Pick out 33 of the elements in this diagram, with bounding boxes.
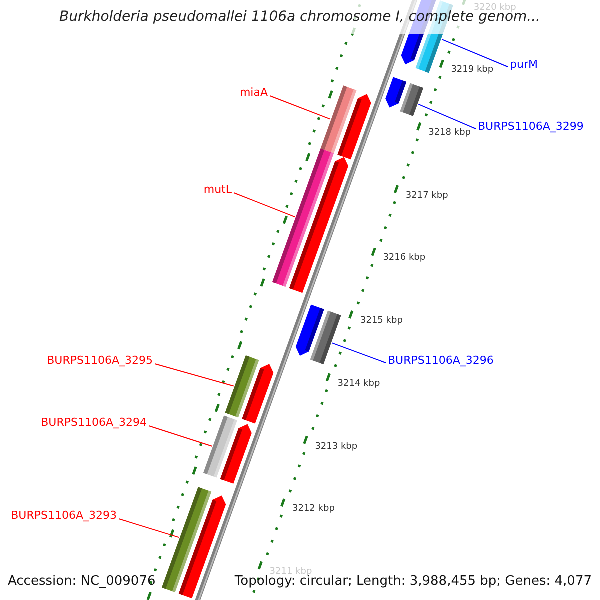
leader-line bbox=[154, 364, 234, 387]
leader-line bbox=[270, 96, 331, 120]
tick-label: 3217 kbp bbox=[406, 192, 448, 201]
gene-label: BURPS1106A_3296 bbox=[388, 355, 494, 366]
leader-line bbox=[418, 104, 476, 130]
gene-bar bbox=[400, 83, 424, 116]
footer-text: Accession: NC_009076 bbox=[8, 575, 156, 588]
cds-feature bbox=[220, 424, 252, 484]
gene-label: BURPS1106A_3295 bbox=[47, 355, 153, 366]
gene-label: mutL bbox=[204, 184, 232, 195]
gene-label: purM bbox=[510, 59, 538, 70]
cds-feature bbox=[289, 157, 348, 294]
gene-label: BURPS1106A_3294 bbox=[41, 417, 147, 428]
tick-label: 3214 kbp bbox=[338, 380, 380, 389]
cds-feature bbox=[178, 496, 226, 599]
tick-label: 3216 kbp bbox=[383, 254, 426, 264]
leader-line bbox=[234, 192, 296, 218]
gene-label: BURPS1106A_3299 bbox=[478, 121, 584, 132]
gene-label: miaA bbox=[240, 87, 268, 98]
gene-label: BURPS1106A_3293 bbox=[11, 510, 117, 521]
tick-label: 3215 kbp bbox=[360, 317, 403, 326]
cds-feature bbox=[242, 364, 274, 424]
cds-feature bbox=[296, 304, 324, 356]
cds-feature bbox=[386, 77, 407, 108]
cds-feature bbox=[338, 94, 372, 160]
footer-text: Topology: circular; Length: 3,988,455 bp; Genes: 4,077 bbox=[234, 575, 592, 588]
tick-label: 3218 kbp bbox=[428, 129, 471, 138]
tick-label: 3213 kbp bbox=[315, 442, 358, 452]
tick-label: 3219 kbp bbox=[451, 66, 494, 76]
leader-line bbox=[118, 518, 180, 538]
leader-line bbox=[442, 39, 508, 68]
leader-line bbox=[148, 426, 213, 447]
tick-label: 3212 kbp bbox=[292, 505, 335, 514]
